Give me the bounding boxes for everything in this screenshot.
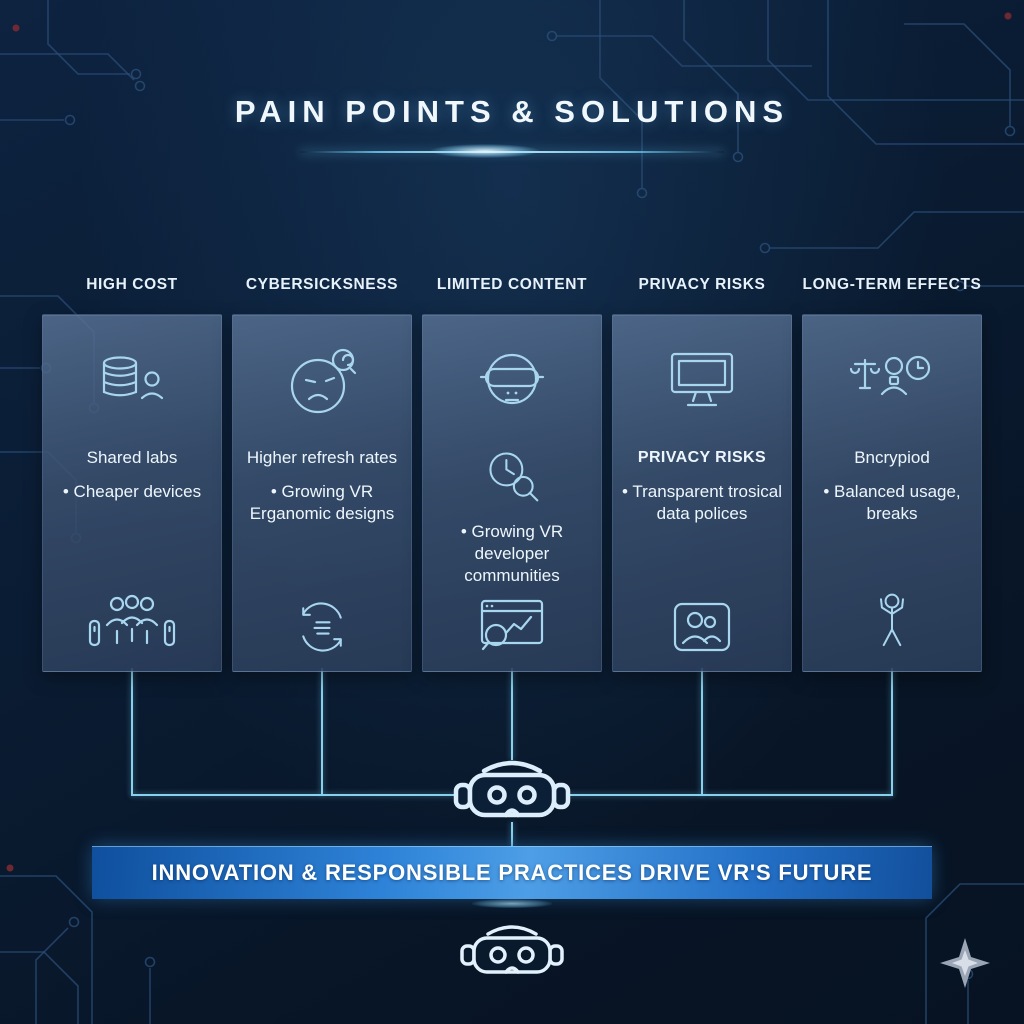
solutions-text: Shared labs • Cheaper devices (43, 447, 221, 503)
pain-solution-card: PRIVACY RISKS • Transparent trosical dat… (612, 314, 792, 672)
solutions-text: PRIVACY RISKS • Transparent trosical dat… (613, 447, 791, 525)
solution-text: • Transparent trosical data polices (622, 482, 782, 523)
column-privacy-risks: PRIVACY RISKS PRIVACY RISKS • Transparen… (612, 276, 792, 672)
title-divider-glow (430, 144, 540, 158)
column-cybersickness: CYBERSICKSNESS Higher refresh rates • Gr… (232, 276, 412, 672)
pain-solution-card: • Growing VR developer communities (422, 314, 602, 672)
vr-headset-face-icon (423, 337, 601, 425)
page-title: PAIN POINTS & SOLUTIONS (234, 94, 790, 129)
solutions-text: Bncrypiod • Balanced usage, breaks (803, 447, 981, 525)
clock-magnifier-icon (431, 447, 593, 505)
connector-line (131, 668, 133, 795)
refresh-cycle-icon (233, 597, 411, 657)
vr-headset-icon (450, 753, 574, 835)
person-stretch-icon (803, 591, 981, 657)
solution-text: • Balanced usage, breaks (823, 482, 961, 523)
dizzy-face-icon (233, 337, 411, 425)
balance-person-clock-icon (803, 337, 981, 425)
connector-line (321, 668, 323, 795)
solution-text: Higher refresh rates (246, 448, 398, 467)
connector-line (511, 668, 513, 760)
connector-line (511, 822, 513, 846)
solution-text: • Cheaper devices (62, 482, 202, 501)
connector-line (891, 668, 893, 795)
solution-text: • Growing VR Erganomic designs (249, 482, 395, 523)
column-header: CYBERSICKSNESS (245, 276, 399, 293)
solutions-text: Higher refresh rates • Growing VR Ergano… (233, 447, 411, 525)
people-badge-icon (613, 599, 791, 657)
column-long-term-effects: LONG-TERM EFFECTS Bncrypiod (802, 276, 982, 672)
pain-solution-card: Bncrypiod • Balanced usage, breaks (802, 314, 982, 672)
column-limited-content: LIMITED CONTENT (422, 276, 602, 672)
browser-search-icon (423, 597, 601, 657)
conclusion-banner-text: INNOVATION & RESPONSIBLE PRACTICES DRIVE… (151, 860, 873, 885)
monitor-icon (613, 337, 791, 425)
column-header: PRIVACY RISKS (638, 276, 766, 293)
column-header: LIMITED CONTENT (436, 276, 588, 293)
connector-line (701, 668, 703, 795)
solution-text: Shared labs (86, 448, 178, 467)
column-high-cost: HIGH COST Shared labs • Cheaper d (42, 276, 222, 672)
solutions-text: • Growing VR developer communities (423, 447, 601, 587)
banner-bottom-glow (472, 899, 552, 908)
pain-solution-card: Higher refresh rates • Growing VR Ergano… (232, 314, 412, 672)
people-group-icon (43, 591, 221, 657)
column-header: LONG-TERM EFFECTS (802, 276, 982, 293)
sparkle-icon (938, 936, 992, 990)
pain-solution-card: Shared labs • Cheaper devices (42, 314, 222, 672)
columns-row: HIGH COST Shared labs • Cheaper d (42, 276, 982, 672)
vr-headset-footer-icon (460, 920, 564, 986)
solution-text: PRIVACY RISKS (637, 449, 767, 466)
column-header: HIGH COST (86, 276, 178, 293)
conclusion-banner: INNOVATION & RESPONSIBLE PRACTICES DRIVE… (92, 846, 932, 899)
coins-person-icon (43, 337, 221, 425)
solution-text: • Growing VR developer communities (460, 522, 564, 585)
solution-text: Bncrypiod (854, 448, 930, 467)
